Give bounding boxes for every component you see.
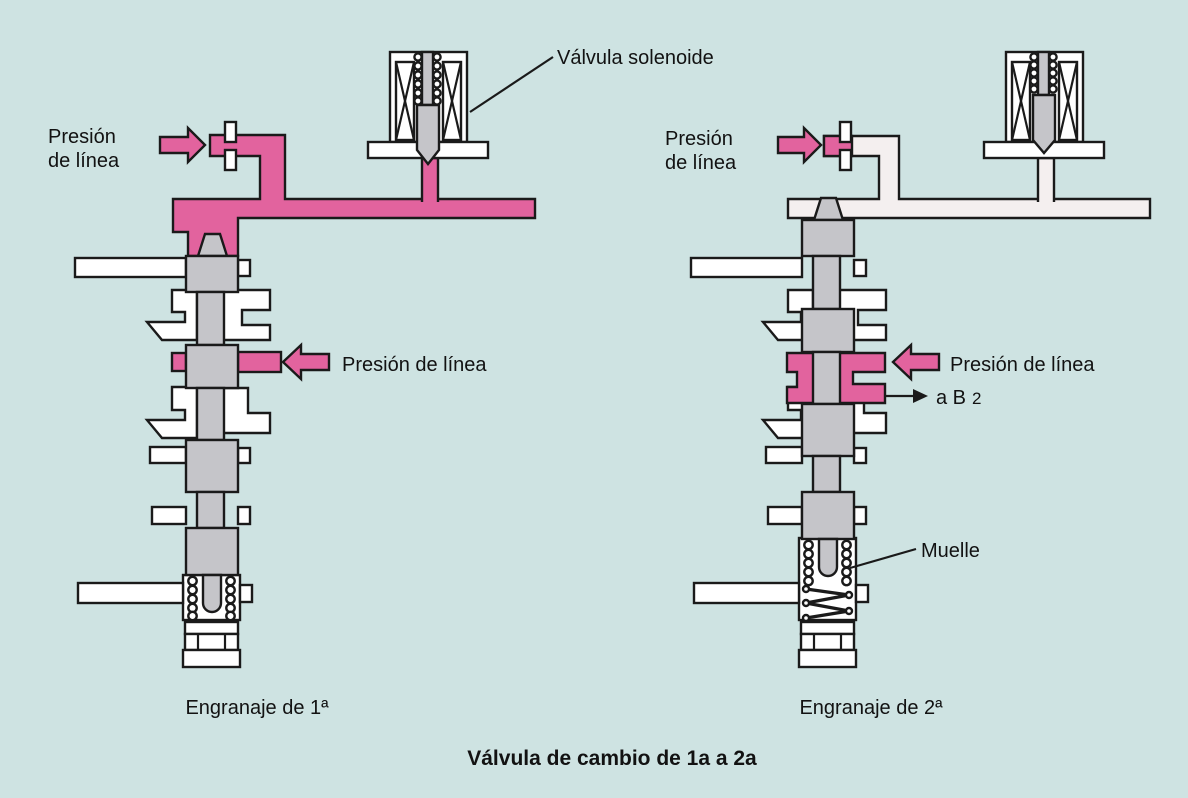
solenoid-leader-line: [469, 56, 554, 113]
solenoid-plunger: [1031, 93, 1057, 155]
orifice-icon: [838, 120, 853, 144]
caption-first-gear: Engranaje de 1ª: [185, 697, 329, 719]
spring-label: Muelle: [921, 540, 980, 562]
inlet-label-line1: Presión: [665, 128, 733, 150]
orifice-icon: [223, 120, 238, 144]
spring-compressed: [187, 575, 236, 622]
figure-title: Válvula de cambio de 1a a 2a: [467, 747, 757, 770]
solenoid-pin: [420, 50, 435, 107]
spring-extended: [801, 539, 854, 623]
inlet-label-line2: de línea: [48, 150, 120, 172]
line-pressure-arrow-icon: [891, 342, 941, 382]
orifice-icon: [838, 148, 853, 172]
spring-leader-line: [849, 547, 917, 570]
solenoid-feed-passage: [1036, 156, 1056, 202]
solenoid-valve: [366, 50, 490, 166]
mid-pressure-label: Presión de línea: [950, 354, 1095, 376]
solenoid-feed-passage: [420, 156, 440, 202]
orifice-icon: [223, 148, 238, 172]
line-pressure-port: [170, 351, 188, 373]
line-pressure-arrow-icon: [158, 125, 207, 165]
caption-second-gear: Engranaje de 2ª: [799, 697, 943, 719]
inlet-label-line1: Presión: [48, 126, 116, 148]
mid-pressure-label: Presión de línea: [342, 354, 487, 376]
solenoid-label: Válvula solenoide: [557, 47, 714, 69]
solenoid-spring: [1029, 52, 1058, 94]
to-b2-arrowhead-icon: [913, 389, 928, 403]
solenoid-plunger: [415, 103, 441, 166]
solenoid-spring: [413, 52, 442, 106]
solenoid-valve: [982, 50, 1106, 160]
inlet-label-line2: de línea: [665, 152, 737, 174]
solenoid-pin: [1036, 50, 1051, 97]
line-pressure-arrow-icon: [776, 125, 823, 165]
line-pressure-port: [236, 350, 283, 374]
line-pressure-arrow-icon: [281, 342, 331, 382]
diagram-first-gear: Presión de línea Válvula solenoide Presi…: [48, 47, 714, 719]
